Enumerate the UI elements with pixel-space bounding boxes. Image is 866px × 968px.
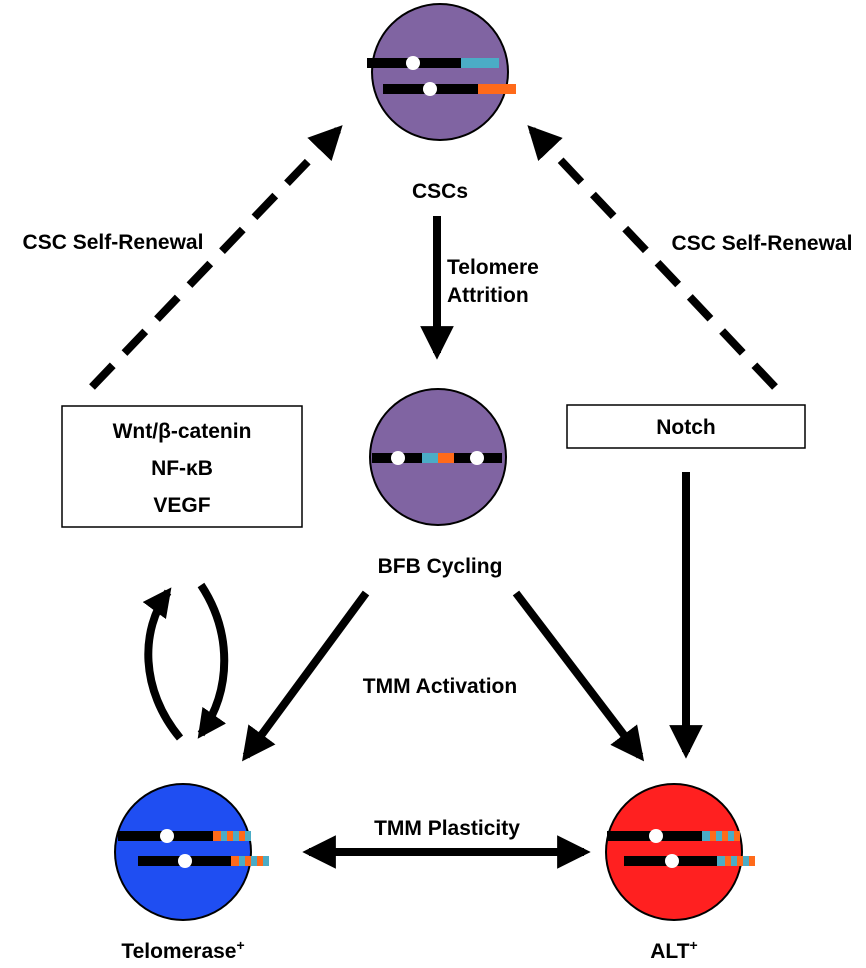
cscs-node: CSCs: [367, 3, 516, 203]
alt-chromosomes: [607, 829, 755, 868]
tmm-plasticity-label: TMM Plasticity: [374, 817, 520, 840]
pathway-nfkb: NF-κB: [151, 457, 213, 480]
alt-label: ALT+: [650, 937, 697, 963]
bfb-node: BFB Cycling: [369, 388, 507, 578]
telomerase-chromosomes: [118, 829, 269, 868]
pathway-wnt: Wnt/β-catenin: [113, 420, 252, 443]
telomerase-node: Telomerase+: [114, 783, 269, 963]
bfb-label: BFB Cycling: [378, 555, 503, 578]
cscs-circle: [371, 3, 509, 141]
alt-label-text: ALT: [650, 940, 689, 963]
telomerase-label-sup: +: [236, 937, 244, 953]
cscs-label: CSCs: [412, 180, 468, 203]
alt-label-sup: +: [690, 937, 698, 953]
left-pathway-box-border: [61, 405, 303, 528]
feedback-arrow-up: [142, 587, 184, 741]
self-renewal-left-label: CSC Self-Renewal: [23, 231, 204, 254]
tmm-activation-label: TMM Activation: [363, 675, 517, 698]
left-pathway-box: Wnt/β-catenin NF-κB VEGF: [61, 405, 303, 528]
alt-node: ALT+: [605, 783, 755, 963]
self-renewal-right-label: CSC Self-Renewal: [672, 232, 853, 255]
telomerase-label: Telomerase+: [121, 937, 244, 963]
self-renewal-right-arrow: [527, 125, 778, 390]
telomerase-circle: [114, 783, 252, 921]
cscs-chromosomes: [367, 56, 516, 96]
pathway-vegf: VEGF: [153, 494, 210, 517]
activation-arrow-alt: [512, 590, 645, 762]
right-pathway-box: Notch: [566, 404, 806, 449]
attrition-label-line1: Telomere: [447, 256, 539, 279]
self-renewal-left-arrow: [89, 125, 343, 390]
bfb-chromosome: [372, 451, 502, 465]
telomerase-label-text: Telomerase: [121, 940, 236, 963]
attrition-label-line2: Attrition: [447, 284, 529, 307]
alt-circle: [605, 783, 743, 921]
pathway-notch: Notch: [656, 416, 716, 439]
right-pathway-box-border: [566, 404, 806, 449]
activation-arrow-telomerase: [242, 590, 370, 762]
feedback-arrow-down: [197, 582, 229, 739]
